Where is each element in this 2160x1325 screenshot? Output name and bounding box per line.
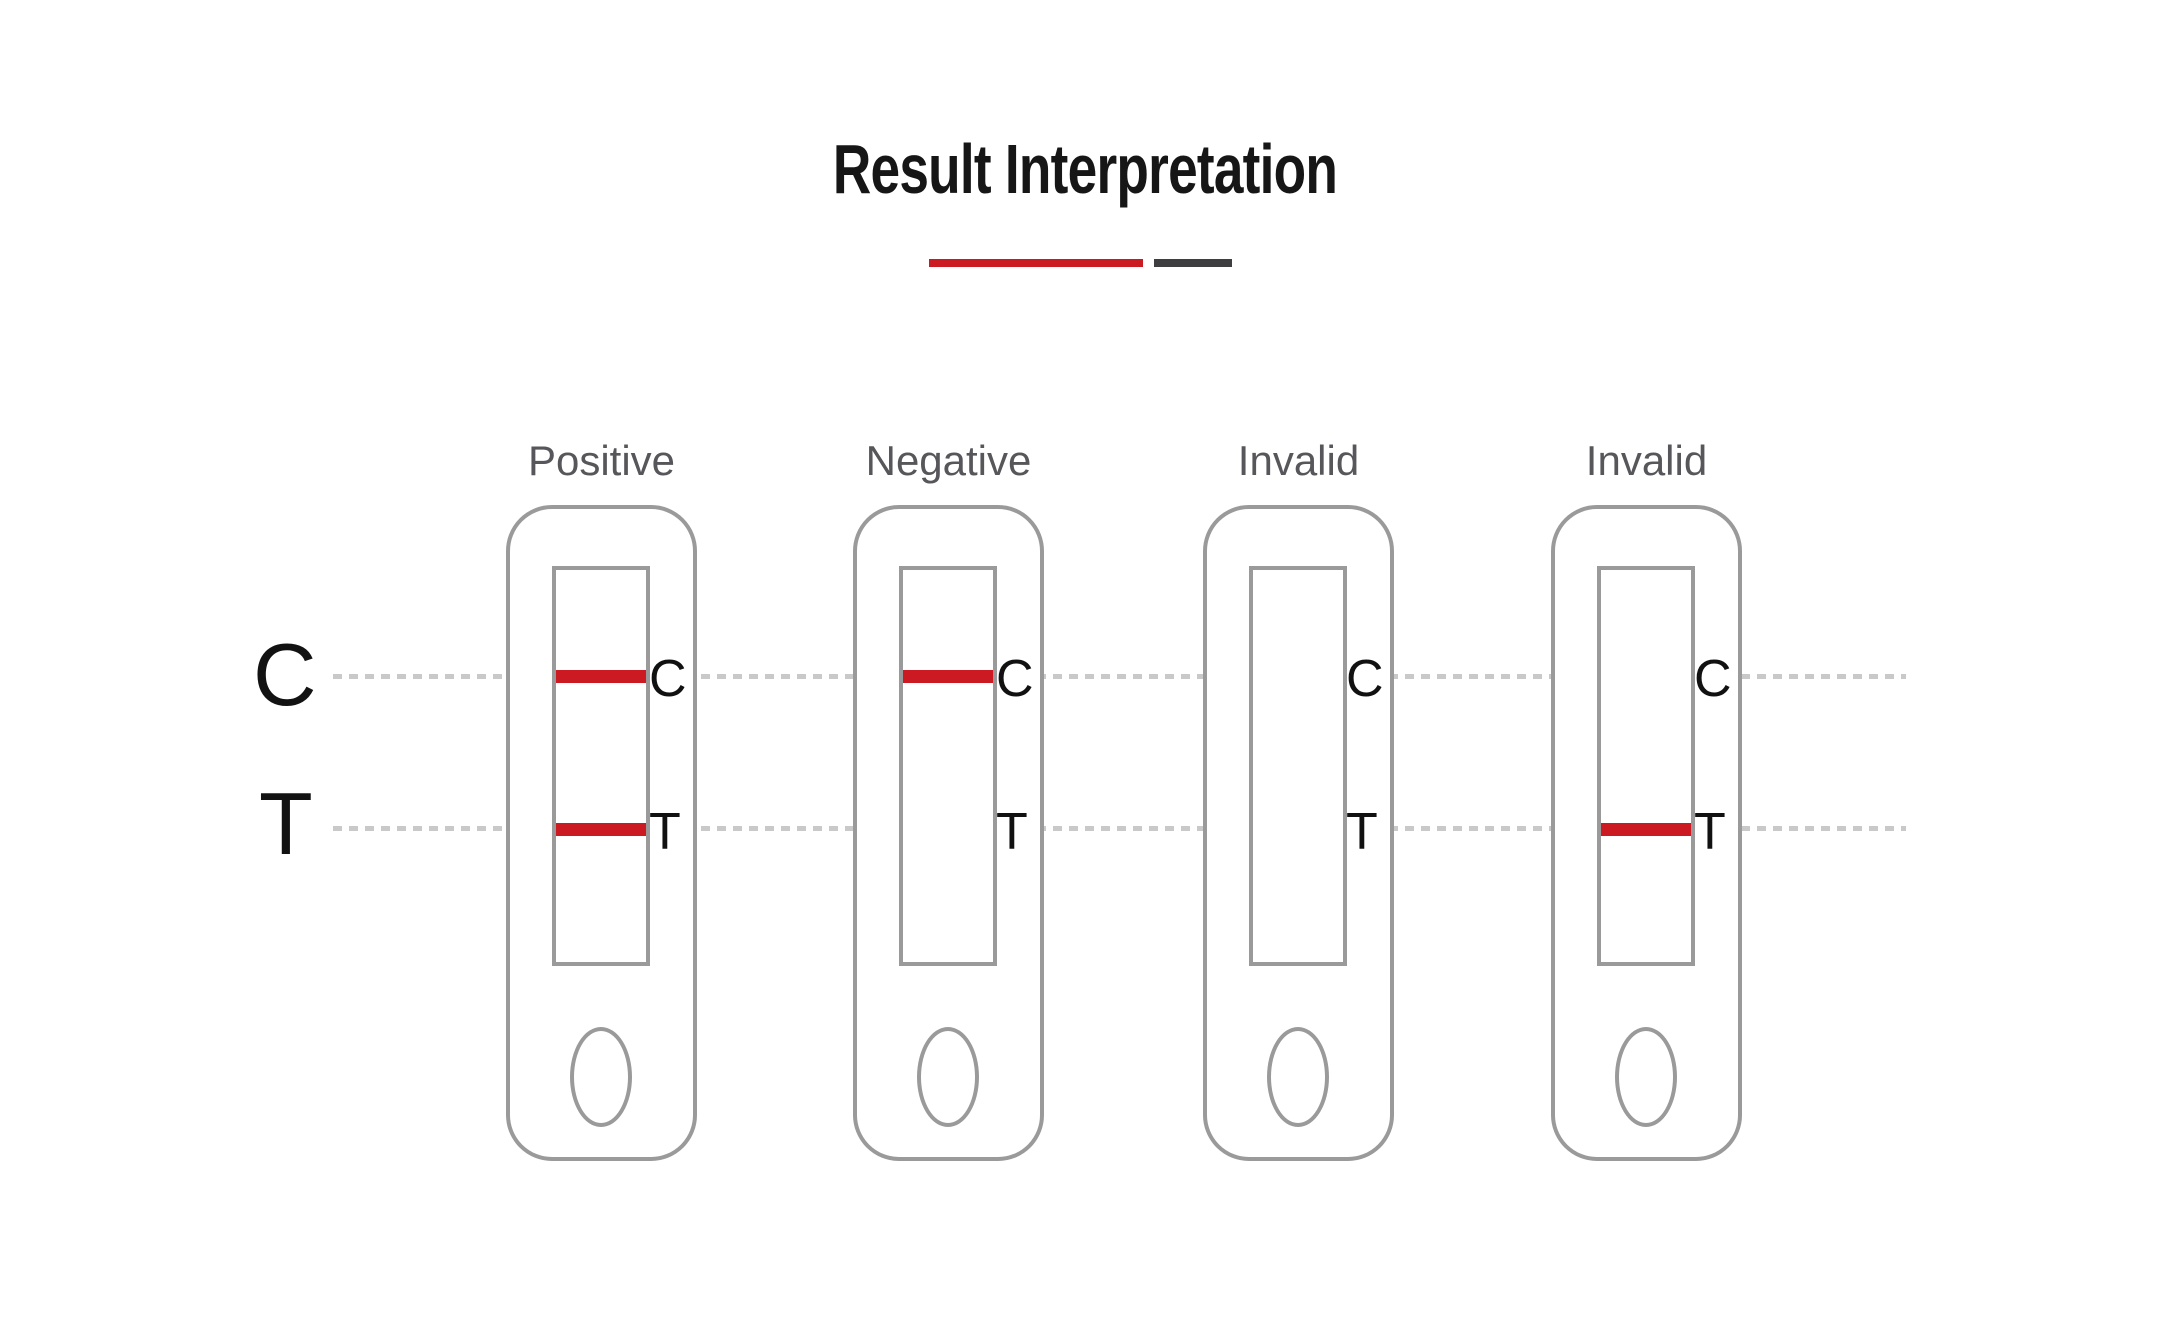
test-marker-label: T bbox=[1694, 803, 1726, 861]
sample-well bbox=[917, 1027, 979, 1127]
strip-window bbox=[899, 566, 997, 966]
page-title: Result Interpretation bbox=[832, 130, 1338, 208]
control-row-letter: C bbox=[253, 625, 317, 724]
cassette-result-label-invalid-2: Invalid bbox=[1585, 437, 1708, 484]
test-marker-label: T bbox=[649, 803, 681, 861]
test-cassette-positive: C T bbox=[506, 505, 697, 1161]
strip-window bbox=[1249, 566, 1347, 966]
test-marker-label: T bbox=[1346, 803, 1378, 861]
cassette-result-label-negative: Negative bbox=[865, 437, 1032, 484]
test-line bbox=[1601, 823, 1691, 836]
page-title-wrap: Result Interpretation bbox=[753, 134, 1417, 204]
test-marker-label: T bbox=[996, 803, 1028, 861]
control-marker-label: C bbox=[1346, 650, 1384, 708]
control-marker-label: C bbox=[1694, 650, 1732, 708]
test-cassette-invalid-2: C T bbox=[1551, 505, 1742, 1161]
control-marker-label: C bbox=[996, 650, 1034, 708]
sample-well bbox=[1267, 1027, 1329, 1127]
title-underline-red-segment bbox=[929, 259, 1143, 267]
sample-well bbox=[1615, 1027, 1677, 1127]
test-cassette-invalid-1: C T bbox=[1203, 505, 1394, 1161]
control-marker-label: C bbox=[649, 650, 687, 708]
cassette-result-label-invalid-1: Invalid bbox=[1237, 437, 1360, 484]
cassette-result-label-positive: Positive bbox=[527, 437, 676, 484]
control-line bbox=[903, 670, 993, 683]
test-row-dotted-guide bbox=[333, 826, 1906, 831]
control-line bbox=[556, 670, 646, 683]
sample-well bbox=[570, 1027, 632, 1127]
strip-window bbox=[552, 566, 650, 966]
test-line bbox=[556, 823, 646, 836]
test-row-letter: T bbox=[259, 774, 313, 873]
strip-window bbox=[1597, 566, 1695, 966]
control-row-dotted-guide bbox=[333, 674, 1906, 679]
title-underline-dark-segment bbox=[1154, 259, 1232, 267]
test-cassette-negative: C T bbox=[853, 505, 1044, 1161]
